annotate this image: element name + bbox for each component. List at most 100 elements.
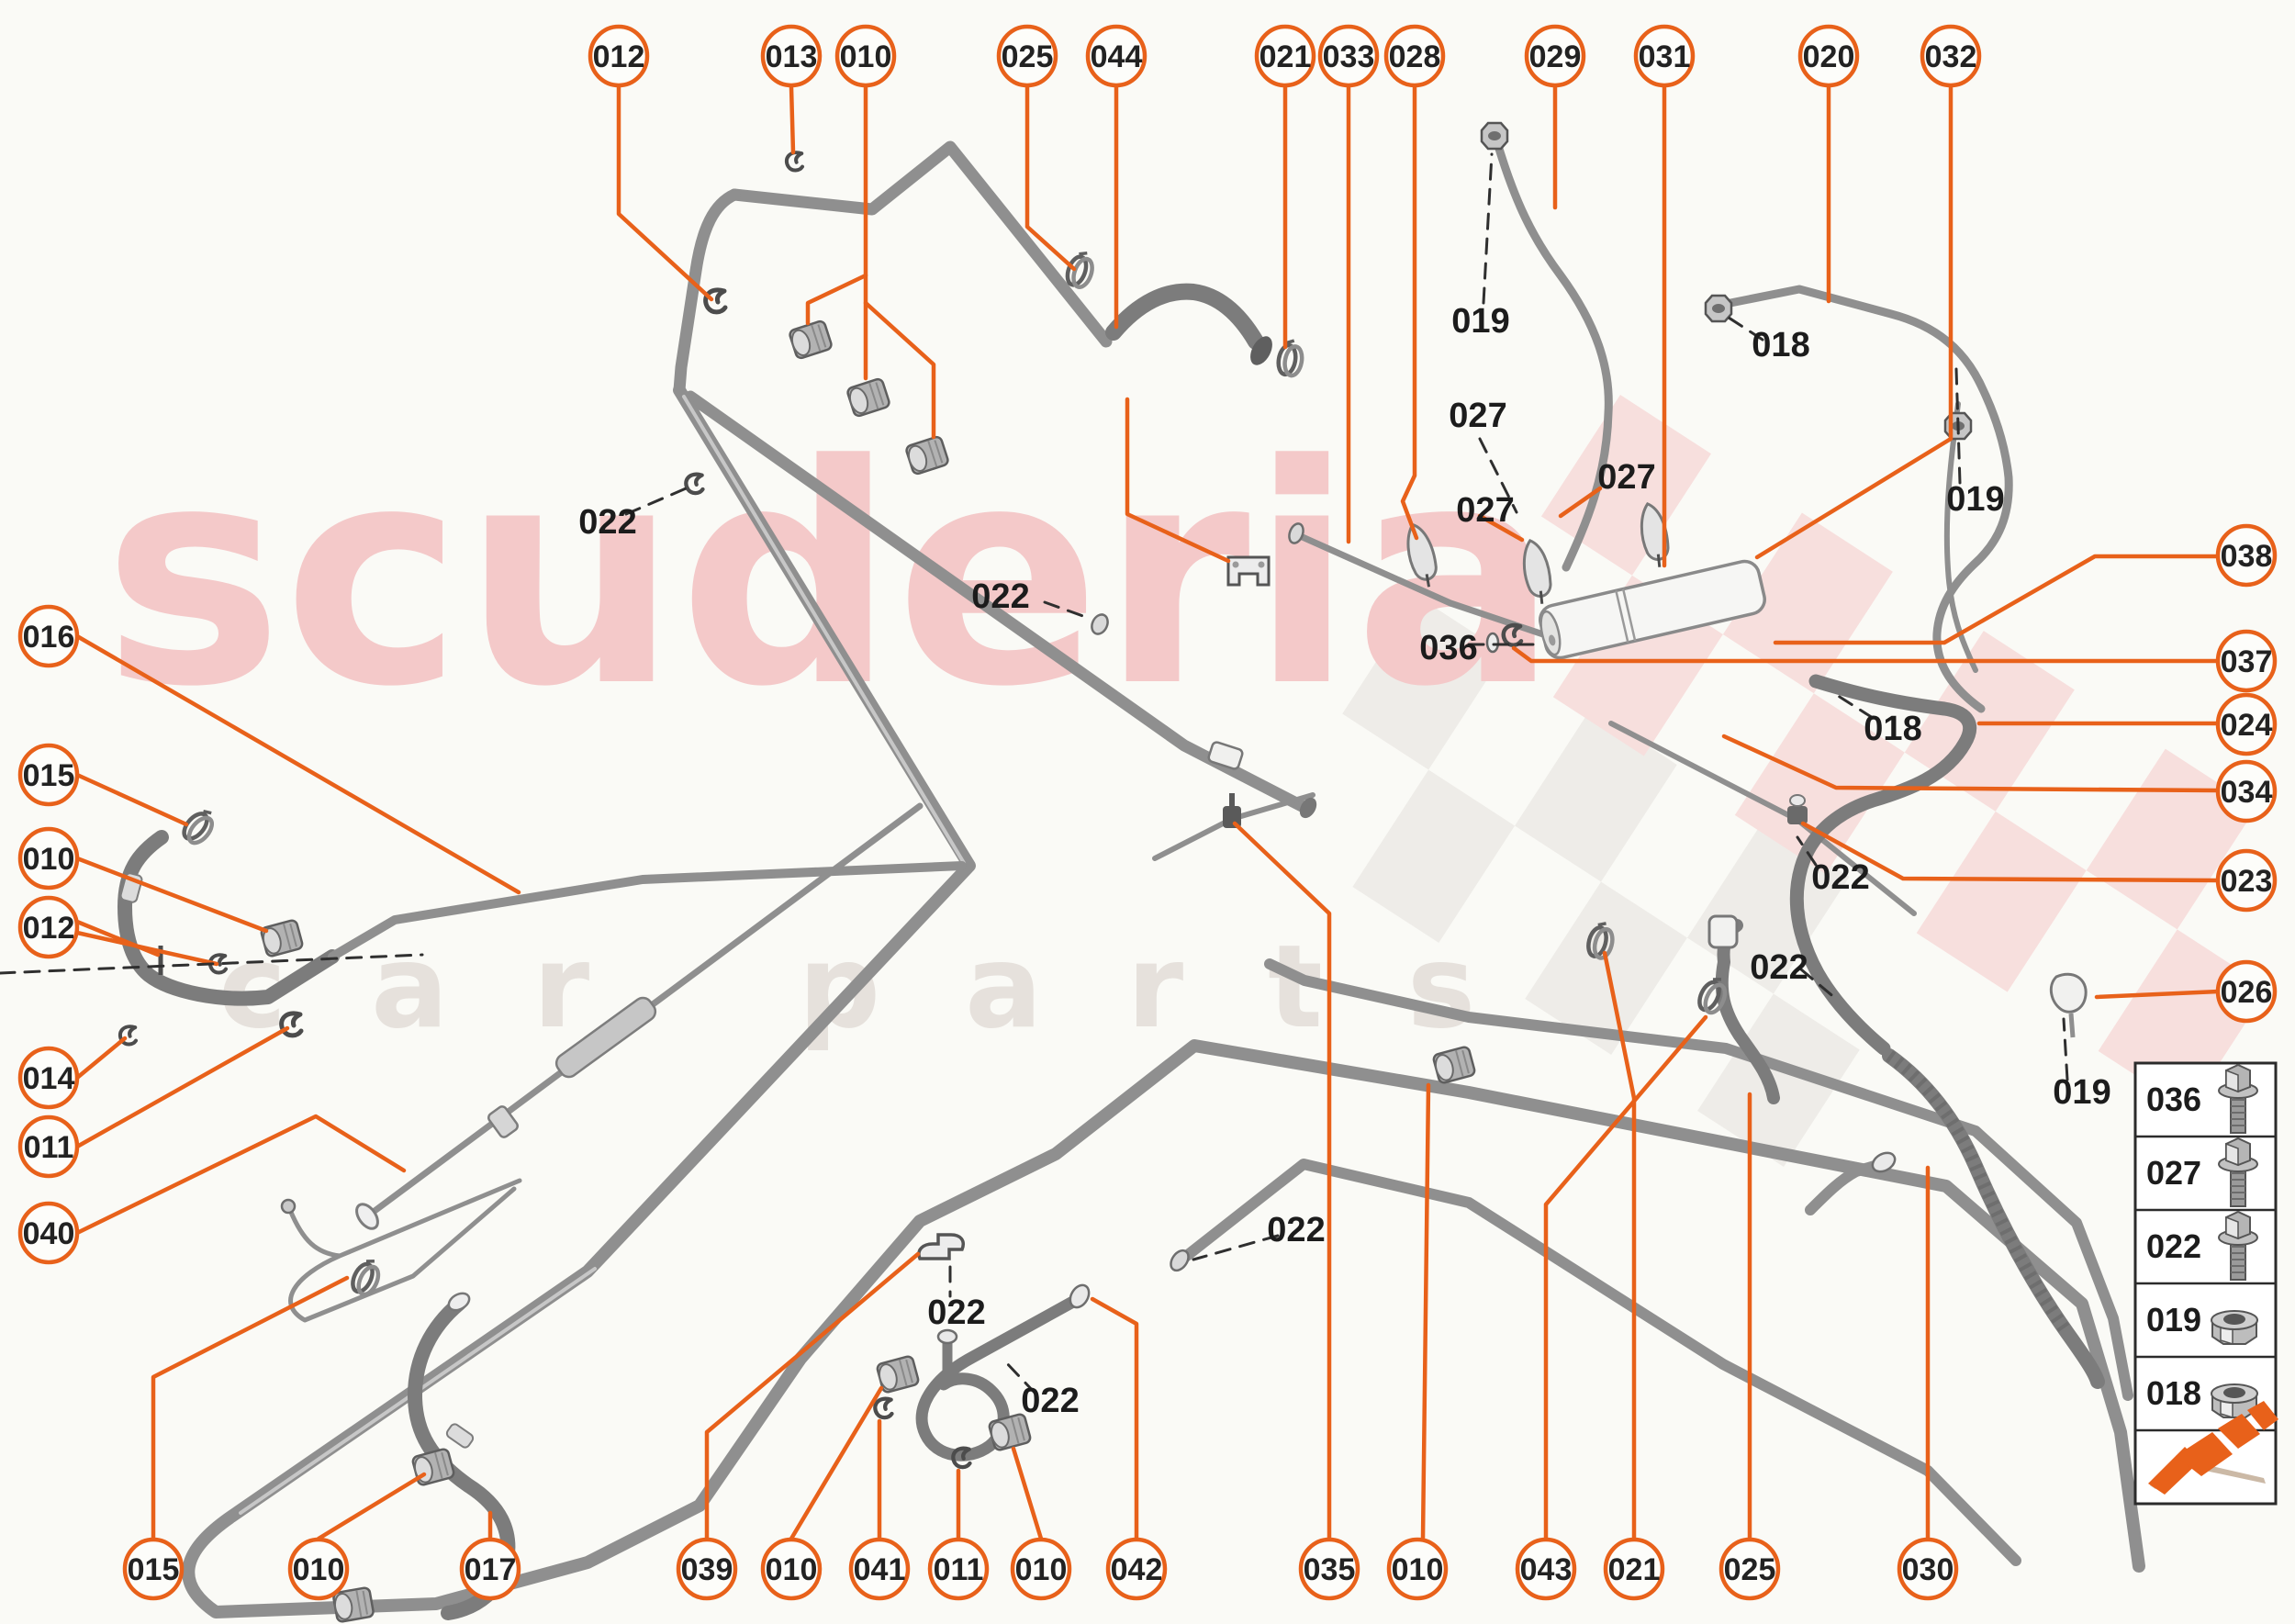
dashed-line xyxy=(0,953,424,975)
callout-bottom-030: 030 xyxy=(1897,1537,1959,1601)
svg-text:037: 037 xyxy=(2221,644,2273,679)
part-label: 019 xyxy=(1451,302,1509,341)
callout-right-026: 026 xyxy=(2215,959,2278,1024)
bracket-part xyxy=(1226,555,1271,587)
pipe-end-fitting xyxy=(1288,522,1304,544)
union-nut-part xyxy=(1480,121,1509,151)
callout-left-010: 010 xyxy=(17,826,80,890)
callout-top-031: 031 xyxy=(1633,24,1696,88)
wire-end-cap xyxy=(280,1198,297,1215)
callout-bottom-010b: 010 xyxy=(760,1537,823,1601)
fuel-line-bundle-3 xyxy=(1174,1159,2021,1566)
callout-top-010: 010 xyxy=(834,24,897,88)
leader-line xyxy=(74,772,189,827)
part-label: 022 xyxy=(1267,1211,1325,1249)
callout-top-044: 044 xyxy=(1085,24,1148,88)
svg-text:012: 012 xyxy=(23,911,75,946)
pipe-collar-part xyxy=(487,1105,519,1138)
svg-text:029: 029 xyxy=(1529,39,1582,74)
fuel-lines-and-hoses xyxy=(118,135,2145,1620)
callout-left-040: 040 xyxy=(17,1201,80,1265)
part-label: 036 xyxy=(1419,629,1477,667)
svg-text:034: 034 xyxy=(2221,775,2273,810)
leader-line xyxy=(1602,950,1637,1541)
leader-line xyxy=(74,930,219,967)
hose-030-braided xyxy=(1882,1048,2105,1389)
leader-lines xyxy=(74,84,2221,1541)
hose-end-cap xyxy=(1250,336,1272,365)
hose-band xyxy=(445,1423,475,1449)
clip-part xyxy=(875,1399,891,1417)
grommet-part xyxy=(787,319,834,361)
hose-elbow-small xyxy=(1805,1160,1880,1215)
callout-right-037: 037 xyxy=(2215,629,2278,693)
part-label: 027 xyxy=(1456,491,1514,530)
svg-text:032: 032 xyxy=(1925,39,1977,74)
dashed-line xyxy=(1954,367,1962,485)
retainer-bracket-part xyxy=(917,1233,965,1260)
callout-bottom-035: 035 xyxy=(1298,1537,1360,1601)
dashed-line xyxy=(2062,1017,2069,1081)
legend-row-label: 022 xyxy=(2146,1227,2201,1265)
leader-line xyxy=(74,856,269,934)
svg-text:028: 028 xyxy=(1389,39,1441,74)
callout-right-023: 023 xyxy=(2215,848,2278,913)
svg-text:011: 011 xyxy=(24,1130,74,1165)
clip-part xyxy=(787,152,802,170)
callout-top-033: 033 xyxy=(1317,24,1380,88)
callout-bottom-042: 042 xyxy=(1105,1537,1168,1601)
part-label: 019 xyxy=(1946,480,2004,519)
pipe-019-right xyxy=(1943,401,1978,673)
clamp-part xyxy=(1064,249,1097,289)
part-label: 019 xyxy=(2053,1073,2110,1112)
dashed-line xyxy=(624,485,692,516)
leader-line xyxy=(616,84,714,302)
watermark-text-primary: scuderia xyxy=(103,400,1559,753)
svg-text:025: 025 xyxy=(1002,39,1054,74)
fuel-line-bundle-2 xyxy=(1264,958,2133,1401)
flange-nut-icon xyxy=(2211,1310,2258,1345)
leader-line xyxy=(1773,554,2221,645)
leader-line xyxy=(1420,1082,1431,1541)
svg-text:024: 024 xyxy=(2221,708,2273,743)
svg-text:016: 016 xyxy=(23,620,75,655)
svg-text:023: 023 xyxy=(2221,864,2273,899)
callout-bottom-025: 025 xyxy=(1718,1537,1781,1601)
connector-043-part xyxy=(1707,914,1739,949)
callout-top-025: 025 xyxy=(996,24,1058,88)
pipe-end-cap xyxy=(1299,797,1317,819)
pipe-open-end xyxy=(355,1203,379,1230)
svg-text:044: 044 xyxy=(1091,39,1143,74)
small-parts xyxy=(119,121,2088,1624)
hose-cap xyxy=(1069,1283,1091,1309)
part-label: 022 xyxy=(578,503,636,542)
callout-left-014: 014 xyxy=(17,1046,80,1110)
svg-text:011: 011 xyxy=(934,1552,984,1587)
part-label: 022 xyxy=(1750,948,1808,987)
wire-loop-pipe xyxy=(287,1178,522,1323)
svg-text:010: 010 xyxy=(1392,1552,1444,1587)
leader-line xyxy=(863,300,936,440)
legend-row-label: 019 xyxy=(2146,1301,2201,1338)
callout-left-015: 015 xyxy=(17,743,80,807)
hose-044-thick xyxy=(1105,283,1264,350)
fuel-line-main-hairpin xyxy=(182,384,2145,1618)
dashed-line xyxy=(1043,600,1092,621)
part-label: 022 xyxy=(927,1294,985,1332)
leader-line xyxy=(316,1472,427,1541)
callout-top-032: 032 xyxy=(1920,24,1982,88)
callout-top-021: 021 xyxy=(1254,24,1316,88)
fuel-filter-part xyxy=(1539,559,1766,660)
leader-line xyxy=(74,1036,128,1081)
leader-line xyxy=(704,1251,921,1541)
callout-right-038: 038 xyxy=(2215,523,2278,588)
clamp-part xyxy=(1276,339,1304,377)
legend-table: 036 027 022 019 018 xyxy=(2133,1061,2278,1506)
tee-connector-part xyxy=(1787,794,1808,824)
hose-cap xyxy=(936,1328,958,1345)
hose-024 xyxy=(1789,674,1977,1056)
legend-row-label: 036 xyxy=(2146,1081,2201,1118)
pipe-sleeve-part xyxy=(554,996,657,1079)
pipe-end-fitting xyxy=(1170,1249,1190,1272)
